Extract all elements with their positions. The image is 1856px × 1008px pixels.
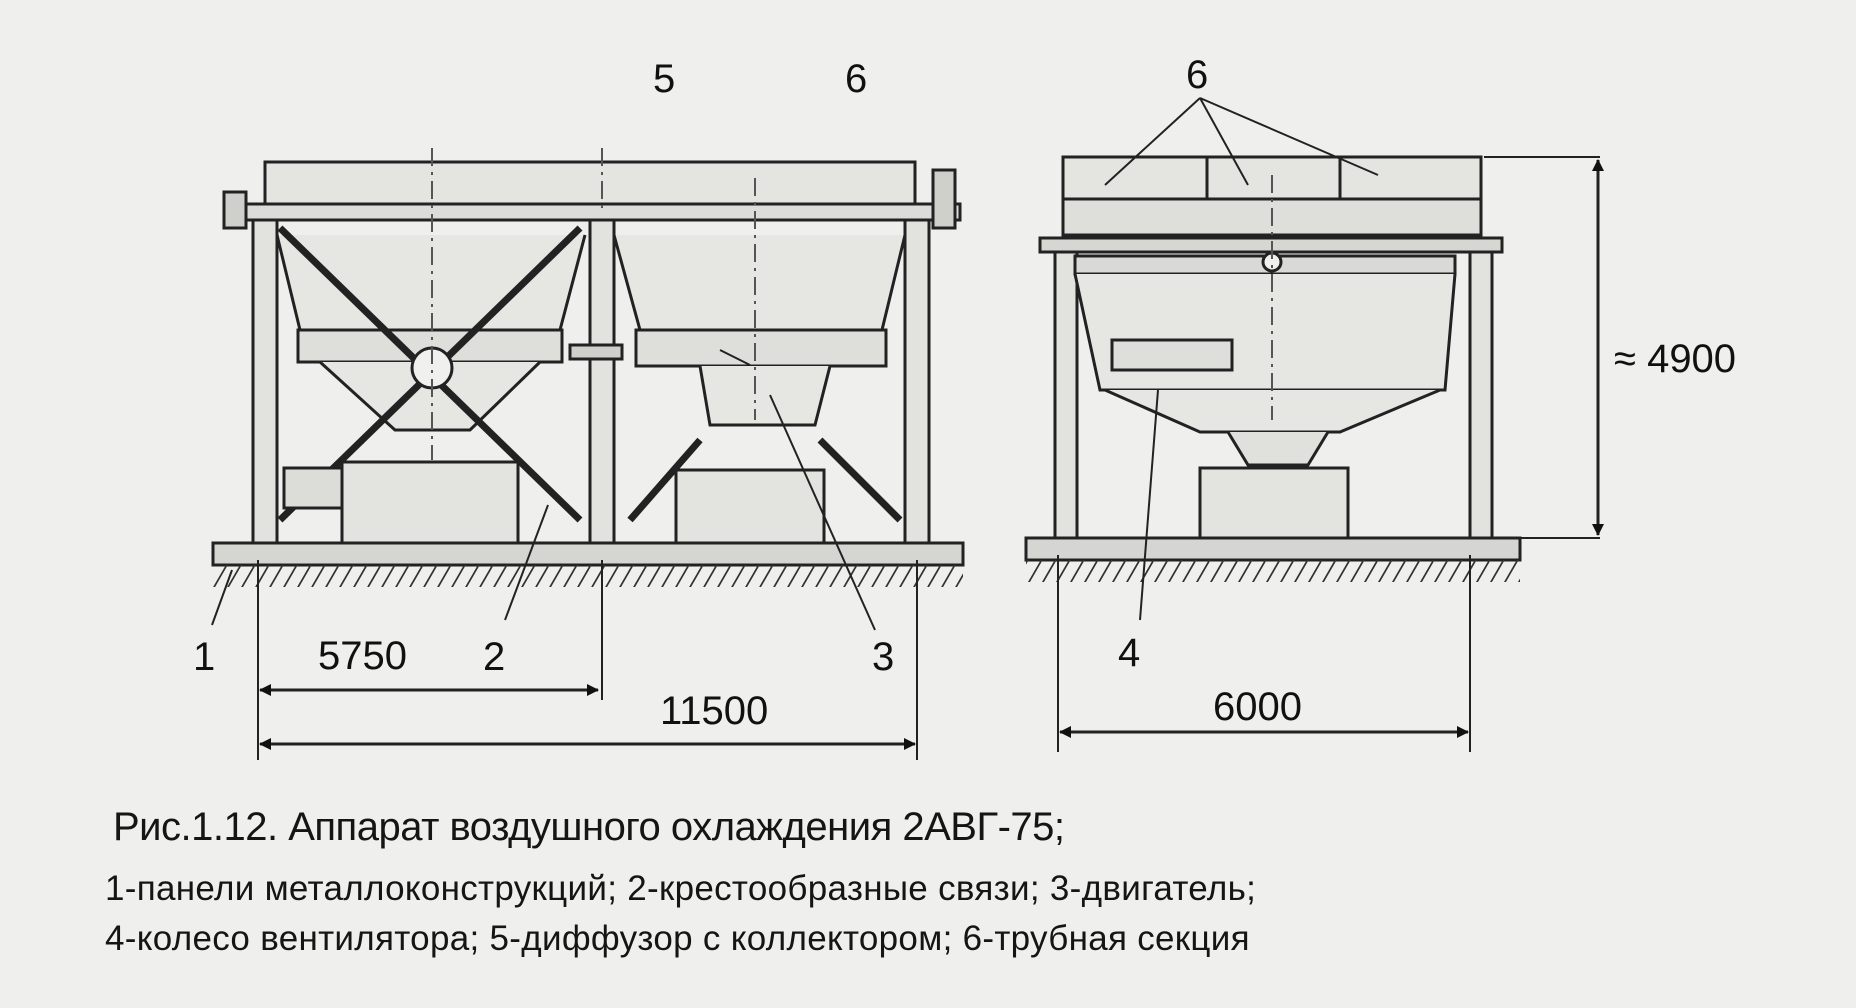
ground-hatch-left [213,565,963,587]
dimension-6000: 6000 [1213,685,1302,729]
fan-hood-right-view [1073,273,1457,392]
ground-slab-left [211,541,965,567]
top-beam-left [223,202,962,222]
equipment-drawing: 1 2 3 5 6 5750 11500 [193,53,1736,760]
motor-base-left [340,460,520,545]
callout-5: 5 [653,57,675,101]
callout-2: 2 [483,635,505,679]
callout-3: 3 [872,635,894,679]
caption-title: Рис.1.12. Аппарат воздушного охлаждения … [113,805,1065,849]
column-right [903,218,931,545]
column-middle [588,218,616,545]
caption-legend-line-1: 1-панели металлоконструкций; 2-крестообр… [105,869,1257,908]
caption-legend-line-2: 4-колесо вентилятора; 5-диффузор с колле… [105,919,1250,958]
dimension-5750: 5750 [318,634,407,678]
ground-slab-right [1024,536,1522,562]
dimension-4900: ≈ 4900 [1614,337,1736,381]
callout-4: 4 [1118,631,1140,675]
column-right-view-left [1053,250,1079,540]
dimension-11500: 11500 [660,689,768,733]
callout-6-left: 6 [845,57,867,101]
column-right-view-right [1468,250,1494,540]
motor-base-right-view [1198,466,1350,540]
callout-6-right: 6 [1186,53,1208,97]
diffuser-right [612,234,907,332]
column-left [251,218,279,545]
tube-section-top-left [263,160,917,208]
beam-end-block-right [931,168,957,230]
ground-hatch-right [1026,560,1520,582]
left-view [211,148,965,760]
figure-caption: Рис.1.12. Аппарат воздушного охлаждения … [105,805,1805,964]
fan-wheel [1110,338,1234,372]
callout-1: 1 [193,635,215,679]
motor-base-right [674,468,826,545]
beam-end-block-left [222,190,248,230]
right-view [1024,97,1604,752]
